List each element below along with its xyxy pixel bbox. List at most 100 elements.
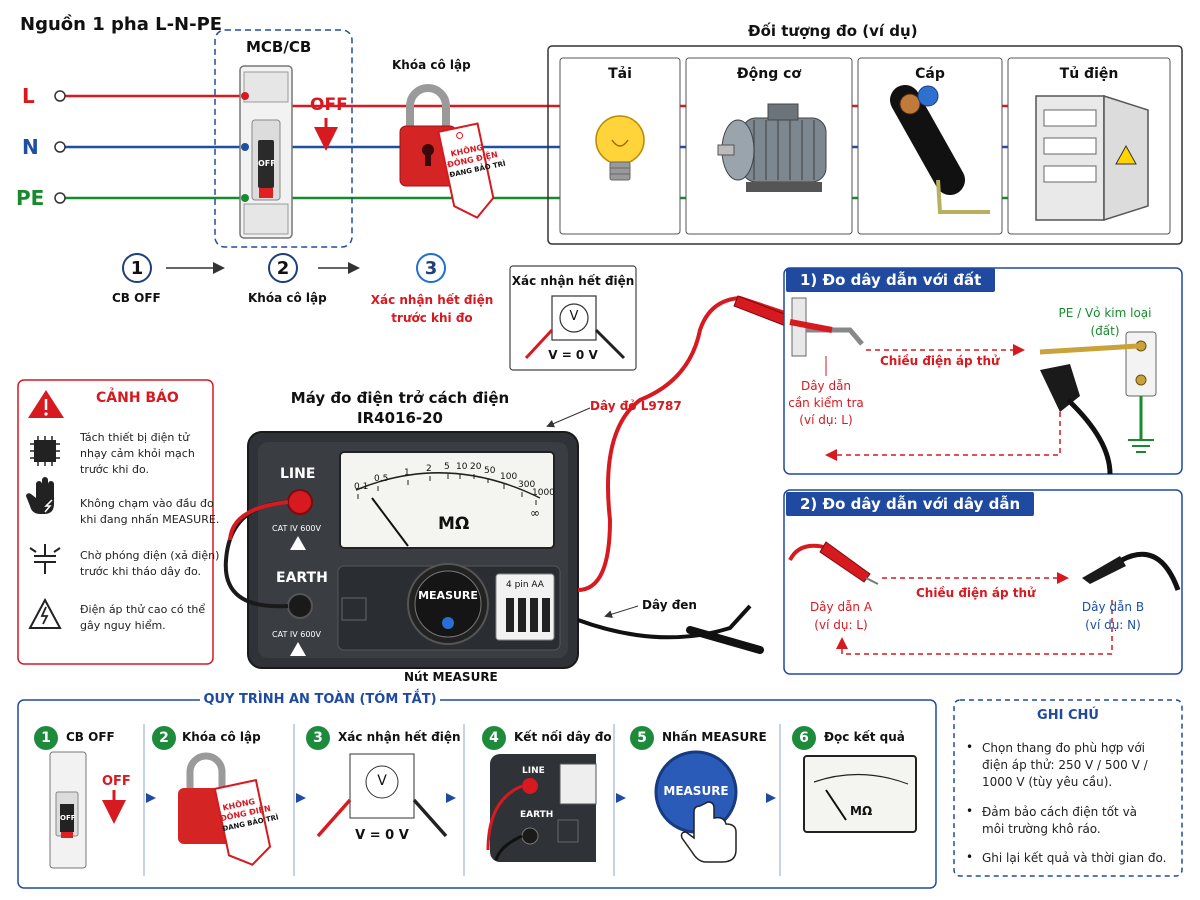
proc-step-4-label: Kết nối dây đo	[514, 730, 612, 744]
meter-cat-label-line: CAT IV 600V	[272, 524, 321, 533]
panel1-arrow-label: Chiều điện áp thử	[880, 354, 1000, 368]
object-load-label: Tải	[608, 66, 632, 82]
procedure-arrows	[146, 793, 776, 803]
note-2-line2: môi trường khô ráo.	[982, 822, 1101, 836]
meter-line-label: LINE	[280, 466, 316, 482]
mini-padlock-graphic	[178, 752, 272, 866]
proc-step-5-label: Nhấn MEASURE	[662, 730, 767, 744]
warning-3-line1: Chờ phóng điện (xả điện)	[80, 549, 220, 562]
proc-switch-label: OFF	[60, 814, 76, 822]
note-item-1: Chọn thang đo phù hợp với điện áp thử: 2…	[982, 740, 1148, 791]
cabinet-icon	[1035, 94, 1149, 222]
panel1-conductor: Dây dẫn cần kiểm tra (ví dụ: L)	[776, 378, 876, 429]
panel1-target: PE / Vỏ kim loại (đất)	[1040, 304, 1170, 340]
warning-1-line3: trước khi đo.	[80, 463, 149, 476]
battery-label: 4 pin AA	[506, 580, 544, 590]
meter-earth-label: EARTH	[276, 570, 328, 586]
panel2-b-line2: (ví dụ: N)	[1085, 618, 1141, 632]
proc-step-3-badge: 3	[306, 726, 330, 750]
step-3-label: Xác nhận hết điện trước khi đo	[362, 291, 502, 327]
scale-label-10: 1000	[532, 488, 555, 498]
mcb-switch-label: OFF	[258, 159, 276, 168]
confirm-v-symbol: V	[569, 309, 579, 324]
meter-unit: MΩ	[438, 514, 470, 534]
warning-2-line1: Không chạm vào đầu đo	[80, 497, 214, 510]
warning-4-line2: gây nguy hiểm.	[80, 619, 166, 632]
note-bullet-3: •	[966, 850, 974, 864]
scale-label-11: ∞	[530, 506, 540, 520]
warning-1-line1: Tách thiết bị điện tử	[80, 431, 190, 444]
line-label-PE: PE	[16, 186, 45, 210]
scale-label-7: 50	[484, 466, 496, 476]
confirm-reading: V = 0 V	[548, 348, 598, 362]
step-1-label: CB OFF	[112, 291, 161, 305]
note-1-line2: điện áp thử: 250 V / 500 V /	[982, 758, 1148, 772]
notes-title: GHI CHÚ	[1037, 708, 1099, 723]
panel2-title: 2) Đo dây dẫn với dây dẫn	[786, 492, 1035, 516]
mini-voltmeter-graphic	[316, 753, 448, 838]
procedure-title: QUY TRÌNH AN TOÀN (TÓM TẮT)	[200, 692, 440, 707]
note-item-3: Ghi lại kết quả và thời gian đo.	[982, 850, 1167, 867]
motor-icon	[717, 103, 827, 192]
page-title: Nguồn 1 pha L-N-PE	[20, 14, 223, 35]
warning-item-2: Không chạm vào đầu đo khi đang nhấn MEAS…	[80, 496, 219, 528]
object-cabinet-label: Tủ điện	[1059, 66, 1119, 82]
warning-3-line2: trước khi tháo dây đo.	[80, 565, 201, 578]
step-3-badge: 3	[416, 253, 446, 283]
proc-unit: MΩ	[850, 804, 873, 818]
measure-button[interactable]: MEASURE	[418, 589, 478, 602]
proc-v-reading: V = 0 V	[355, 828, 409, 843]
note-3-line1: Ghi lại kết quả và thời gian đo.	[982, 851, 1167, 865]
panel2-a-line1: Dây dẫn A	[809, 600, 873, 614]
panel1-title: 1) Đo dây dẫn với đất	[786, 268, 996, 292]
mcb-off-label: OFF	[310, 95, 348, 115]
scale-label-4: 5	[444, 462, 450, 472]
proc-measure-label: MEASURE	[663, 784, 729, 798]
panel1-target-line2: (đất)	[1090, 324, 1120, 338]
panel2-arrow-label: Chiều điện áp thử	[916, 586, 1036, 600]
meter-cat-label-earth: CAT IV 600V	[272, 630, 321, 639]
warning-item-4: Điện áp thử cao có thể gây nguy hiểm.	[80, 602, 205, 634]
proc-earth-label: EARTH	[520, 810, 554, 820]
note-item-2: Đảm bảo cách điện tốt và môi trường khô …	[982, 804, 1137, 838]
scale-label-9: 300	[518, 480, 536, 490]
mini-dial-graphic	[803, 755, 917, 833]
scale-label-6: 20	[470, 462, 482, 472]
meter-title-line1: Máy đo điện trở cách điện	[290, 389, 510, 407]
mcb-graphic	[239, 65, 293, 239]
object-cable-label: Cáp	[915, 66, 945, 82]
scale-label-8: 100	[500, 472, 518, 482]
proc-step-1-label: CB OFF	[66, 730, 115, 744]
panel1-conductor-line2: cần kiểm tra	[788, 396, 864, 410]
proc-step-4-badge: 4	[482, 726, 506, 750]
confirm-title: Xác nhận hết điện	[511, 274, 635, 288]
hand-shock-icon	[26, 477, 54, 514]
voltmeter-graphic	[524, 295, 626, 360]
step-3-label-line2: trước khi đo	[391, 311, 473, 325]
note-2-line1: Đảm bảo cách điện tốt và	[982, 805, 1138, 819]
capacitor-discharge-icon	[29, 544, 61, 574]
measure-caption: Nút MEASURE	[404, 670, 498, 684]
warning-item-1: Tách thiết bị điện tử nhạy cảm khỏi mạch…	[80, 430, 195, 478]
mini-meter-graphic	[486, 754, 597, 862]
mcb-title: MCB/CB	[246, 38, 312, 56]
lock-title: Khóa cô lập	[392, 58, 471, 72]
scale-label-3: 2	[426, 464, 432, 474]
proc-step-6-badge: 6	[792, 726, 816, 750]
high-voltage-icon	[28, 597, 62, 629]
step-2-label: Khóa cô lập	[248, 291, 327, 305]
meter-title-line2: IR4016-20	[357, 409, 443, 427]
step-2-badge: 2	[268, 253, 298, 283]
mini-measure-button-graphic	[654, 750, 738, 863]
scale-label-0: 0.1	[354, 482, 369, 492]
meter-title: Máy đo điện trở cách điện IR4016-20	[290, 388, 510, 428]
panel2-conductor-a: Dây dẫn A (ví dụ: L)	[796, 598, 886, 634]
panel2-conductor-b: Dây dẫn B (ví dụ: N)	[1068, 598, 1158, 634]
line-label-L: L	[22, 84, 35, 108]
panel2-a-line2: (ví dụ: L)	[814, 618, 868, 632]
cable-icon	[890, 85, 990, 214]
proc-step-2-badge: 2	[152, 726, 176, 750]
step-3-label-line1: Xác nhận hết điện	[370, 293, 494, 307]
